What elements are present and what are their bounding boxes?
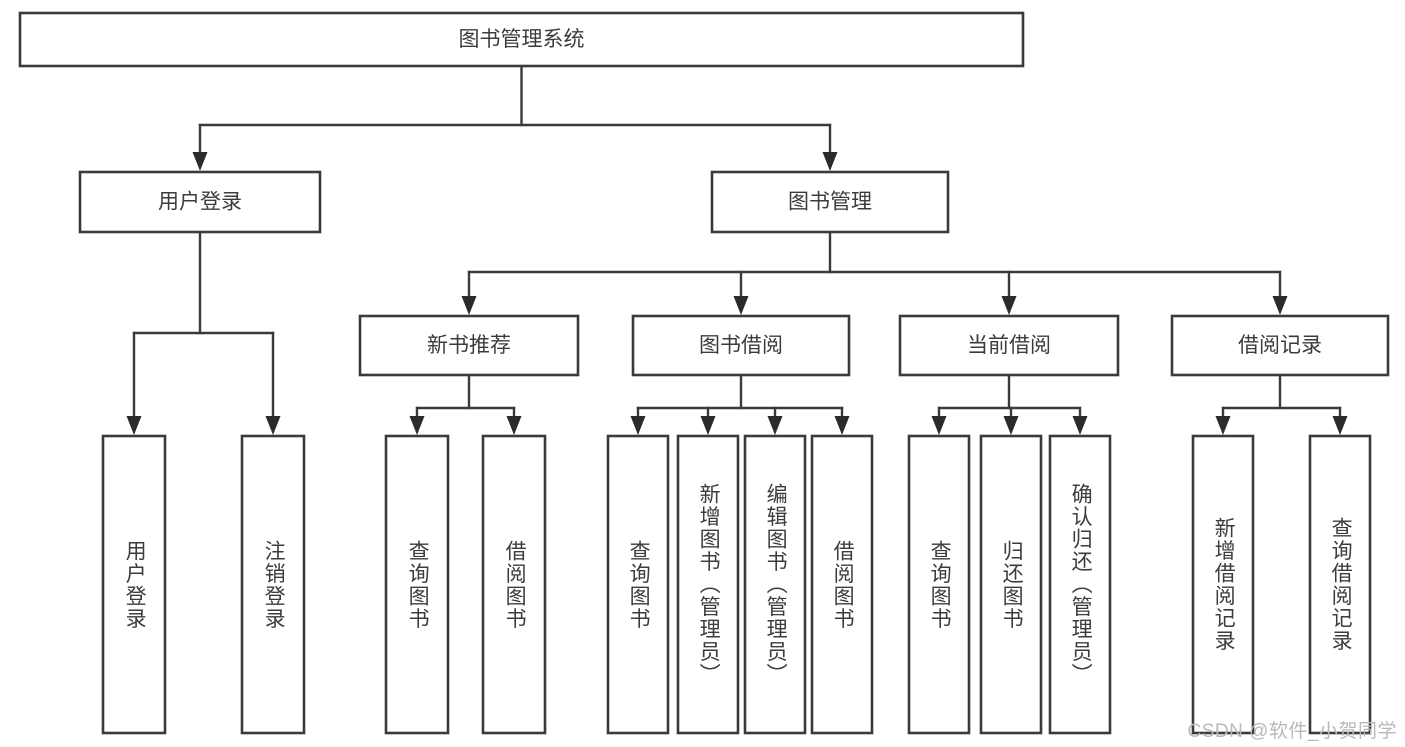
node-nb-query-book-rect[interactable]: [384, 434, 450, 735]
node-book-management[interactable]: 图书管理: [710, 170, 950, 234]
node-bb-edit-book[interactable]: [743, 434, 807, 735]
arrow-head-icon: [265, 416, 281, 435]
node-user-login-label: 用户登录: [158, 191, 242, 214]
node-bb-add-book-rect[interactable]: [676, 434, 740, 735]
node-book-borrow-rect[interactable]: [631, 314, 851, 377]
node-current-borrow-label: 当前借阅: [967, 334, 1051, 357]
node-borrow-record-rect[interactable]: [1170, 314, 1390, 377]
arrow-head-icon: [822, 152, 838, 171]
node-cb-return-book[interactable]: [979, 434, 1043, 735]
arrow-head-icon: [409, 416, 425, 435]
node-cb-query-book[interactable]: [907, 434, 971, 735]
arrow-head-icon: [630, 416, 646, 435]
node-user-login[interactable]: 用户登录: [78, 170, 322, 234]
node-br-query-record[interactable]: [1308, 434, 1372, 735]
node-br-query-record-rect[interactable]: [1308, 434, 1372, 735]
node-cb-confirm-return-rect[interactable]: [1048, 434, 1112, 735]
arrow-head-icon: [1272, 296, 1288, 315]
node-nb-query-book[interactable]: [384, 434, 450, 735]
node-root[interactable]: 图书管理系统: [18, 11, 1025, 68]
node-current-borrow-rect[interactable]: [898, 314, 1120, 377]
node-user-login-rect[interactable]: [78, 170, 322, 234]
node-book-borrow-label: 图书借阅: [699, 334, 783, 357]
node-cb-query-book-rect[interactable]: [907, 434, 971, 735]
arrow-head-icon: [1001, 296, 1017, 315]
node-current-borrow[interactable]: 当前借阅: [898, 314, 1120, 377]
arrow-head-icon: [126, 416, 142, 435]
node-bb-add-book[interactable]: [676, 434, 740, 735]
arrow-head-icon: [834, 416, 850, 435]
arrow-head-icon: [700, 416, 716, 435]
node-nb-borrow-book[interactable]: [481, 434, 547, 735]
arrow-head-icon: [1003, 416, 1019, 435]
node-book-management-rect[interactable]: [710, 170, 950, 234]
arrow-head-icon: [506, 416, 522, 435]
watermark: CSDN @软件_小贺同学: [1187, 721, 1397, 742]
node-nb-borrow-book-rect[interactable]: [481, 434, 547, 735]
node-bb-borrow-book-rect[interactable]: [810, 434, 874, 735]
node-user-logout-rect[interactable]: [240, 434, 306, 735]
node-book-borrow[interactable]: 图书借阅: [631, 314, 851, 377]
node-new-book-recommend-rect[interactable]: [358, 314, 580, 377]
node-user-login-do-rect[interactable]: [101, 434, 167, 735]
arrow-head-icon: [767, 416, 783, 435]
arrow-head-icon: [1332, 416, 1348, 435]
node-new-book-recommend-label: 新书推荐: [427, 334, 511, 357]
node-bb-edit-book-rect[interactable]: [743, 434, 807, 735]
node-new-book-recommend[interactable]: 新书推荐: [358, 314, 580, 377]
node-br-add-record-rect[interactable]: [1191, 434, 1255, 735]
node-book-management-label: 图书管理: [788, 191, 872, 214]
arrow-head-icon: [1072, 416, 1088, 435]
node-user-logout[interactable]: [240, 434, 306, 735]
arrow-head-icon: [192, 152, 208, 171]
arrow-head-icon: [461, 296, 477, 315]
arrow-head-icon: [1215, 416, 1231, 435]
node-root-rect[interactable]: [18, 11, 1025, 68]
arrow-head-icon: [733, 296, 749, 315]
node-cb-return-book-rect[interactable]: [979, 434, 1043, 735]
node-root-label: 图书管理系统: [459, 28, 585, 51]
arrow-head-icon: [931, 416, 947, 435]
node-user-login-do[interactable]: [101, 434, 167, 735]
node-bb-query-book-rect[interactable]: [606, 434, 670, 735]
node-cb-confirm-return[interactable]: [1048, 434, 1112, 735]
node-bb-query-book[interactable]: [606, 434, 670, 735]
node-borrow-record-label: 借阅记录: [1238, 334, 1322, 357]
node-bb-borrow-book[interactable]: [810, 434, 874, 735]
node-br-add-record[interactable]: [1191, 434, 1255, 735]
node-borrow-record[interactable]: 借阅记录: [1170, 314, 1390, 377]
